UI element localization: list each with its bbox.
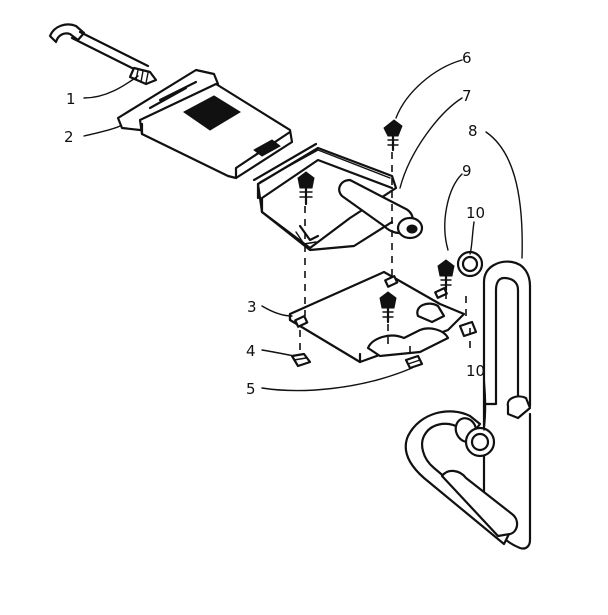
callout-8: 8 [468,122,478,140]
part-1-handle [48,23,158,86]
part-2-front-panel [116,68,294,180]
part-7-heat-exchanger [252,142,424,252]
callout-labels: 1 2 3 4 5 6 7 8 9 10 10 [64,49,485,398]
callout-1: 1 [66,90,76,108]
part-8-drain-hose [404,260,532,550]
screw-7 [297,171,315,206]
part-5-clip [404,354,424,370]
part-10-clamp-lower [464,426,496,458]
part-4-clip [290,352,312,368]
callout-7: 7 [462,87,472,105]
part-3-mounting-plate [288,270,466,364]
callout-2: 2 [64,128,74,146]
callout-9: 9 [462,162,472,180]
callout-5: 5 [246,380,256,398]
leader-lines [83,59,523,431]
callout-4: 4 [246,342,256,360]
screw-9 [437,259,455,292]
screw-plate [379,291,397,324]
extra-clip [458,320,478,338]
callout-10-upper: 10 [466,204,485,222]
callout-3: 3 [247,298,257,316]
screw-6 [383,119,403,152]
callout-10-lower: 10 [466,362,485,380]
part-10-clamp-upper [456,250,484,278]
callout-6: 6 [462,49,472,67]
assembly-lines [299,152,471,358]
